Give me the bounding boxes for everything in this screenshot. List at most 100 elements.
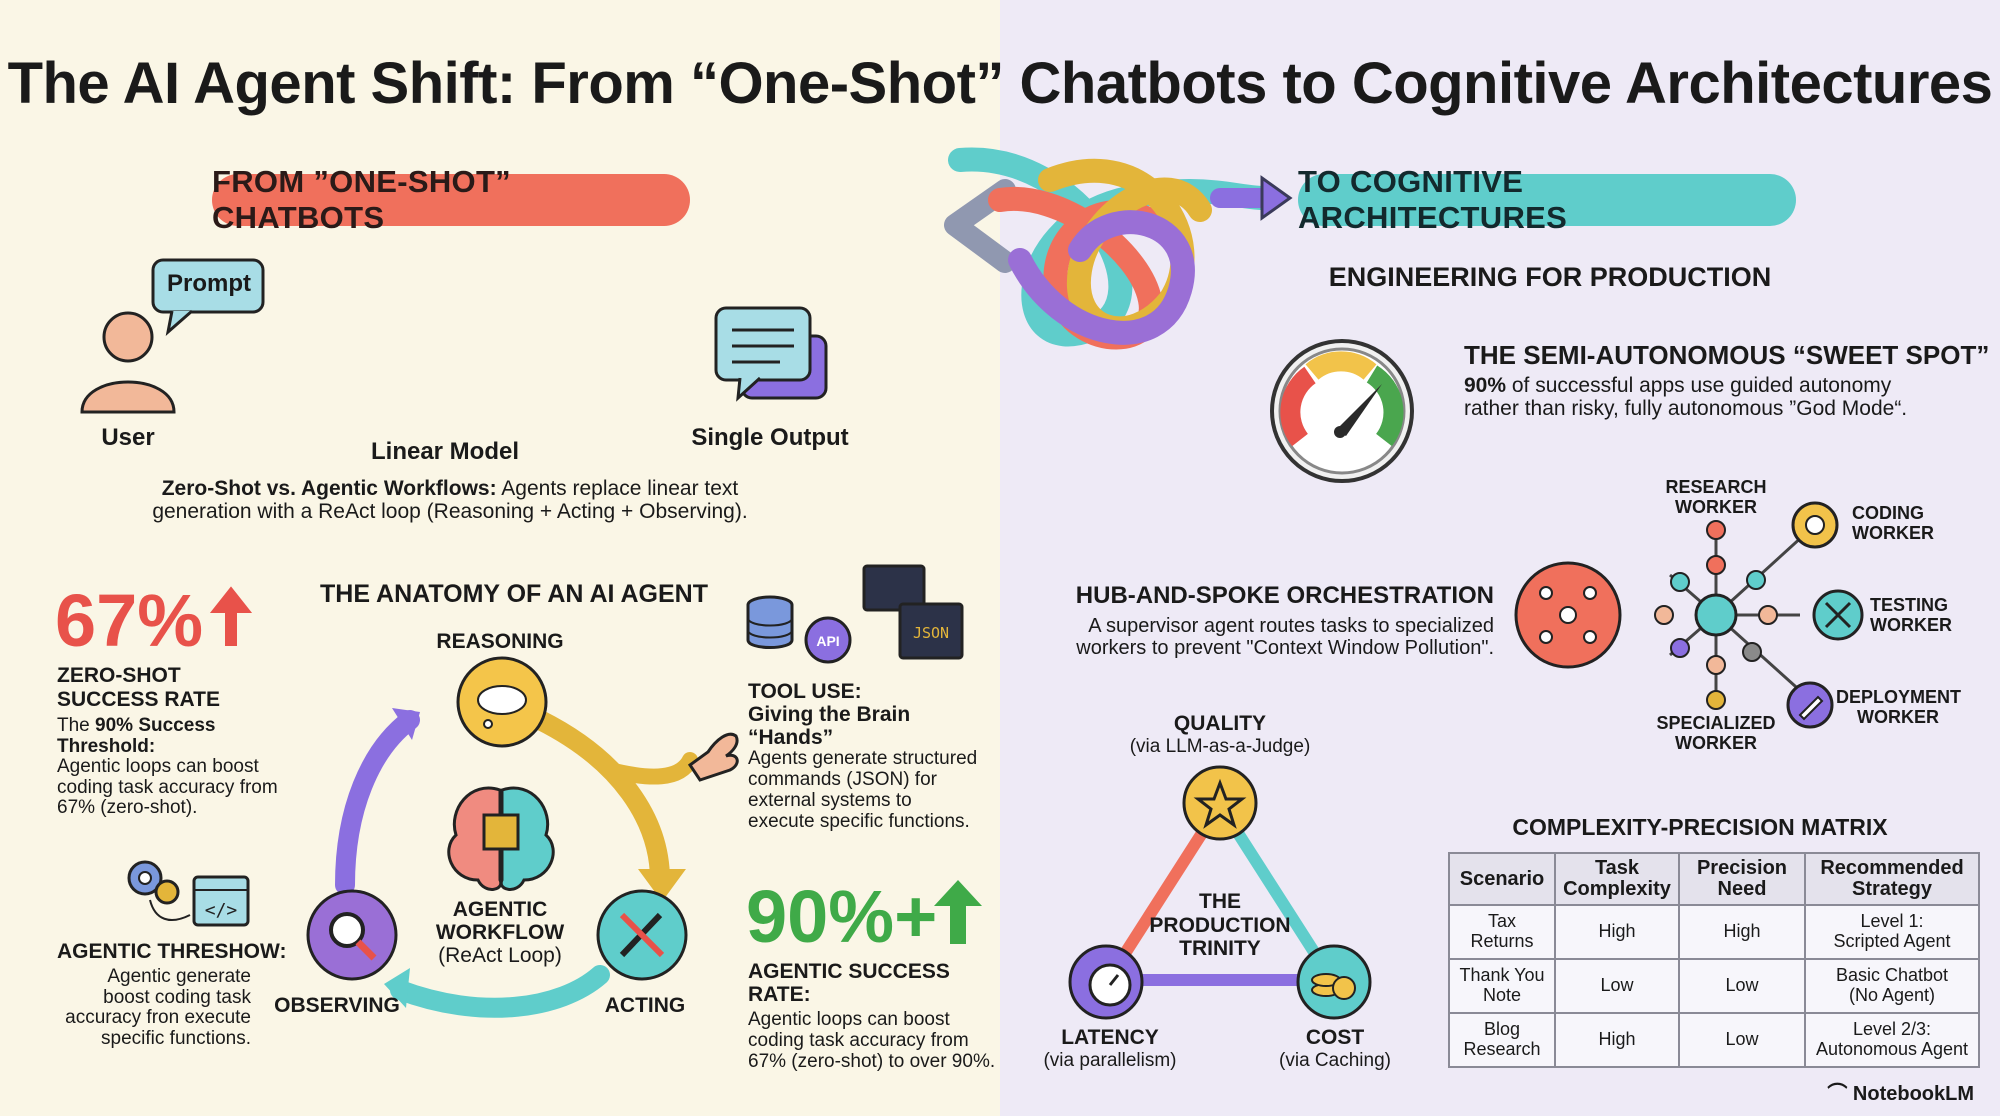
notebooklm-logo: ⌒ NotebookLM bbox=[1827, 1083, 1974, 1105]
database-icon bbox=[746, 595, 794, 649]
quality-title: QUALITY bbox=[1173, 712, 1267, 735]
coding-line2: WORKER bbox=[1852, 522, 1934, 543]
testing-line2: WORKER bbox=[1870, 614, 1952, 635]
threshow-line2: boost coding task bbox=[103, 986, 251, 1008]
matrix-cell: Low bbox=[1678, 1012, 1806, 1068]
hand-icon bbox=[687, 732, 739, 782]
tool-use-title: TOOL USE: bbox=[748, 680, 862, 703]
reasoning-thought-icon bbox=[456, 656, 548, 748]
cost-coins-icon bbox=[1296, 944, 1372, 1020]
testing-line1: TESTING bbox=[1870, 595, 1949, 615]
hub-description: A supervisor agent routes tasks to speci… bbox=[1040, 615, 1494, 659]
stat-67-desc-bold: 90% Success Threshold: bbox=[57, 715, 216, 757]
quality-sub: (via LLM-as-a-Judge) bbox=[1129, 736, 1311, 758]
matrix-cell: High bbox=[1554, 904, 1680, 960]
cost-sub: (via Caching) bbox=[1279, 1050, 1391, 1072]
matrix-cell: Low bbox=[1678, 958, 1806, 1014]
sweet-spot-description: 90% of successful apps use guided autono… bbox=[1464, 374, 1944, 420]
agentic-workflow-label: AGENTIC WORKFLOW (ReAct Loop) bbox=[420, 898, 580, 967]
matrix-header-cell: Precision Need bbox=[1678, 852, 1806, 906]
sweet-spot-bold: 90% bbox=[1464, 374, 1507, 397]
matrix-cell: Thank You Note bbox=[1448, 958, 1556, 1014]
matrix-cell: Level 2/3: Autonomous Agent bbox=[1804, 1012, 1980, 1068]
svg-text:</>: </> bbox=[205, 900, 238, 921]
knot-arrow-icon bbox=[944, 147, 1293, 350]
trinity-line1: THE bbox=[1199, 890, 1241, 913]
threshow-line3: accuracy fron execute bbox=[65, 1007, 251, 1029]
stat-67-desc-pre: The bbox=[57, 715, 96, 736]
threshow-line1: Agentic generate bbox=[107, 966, 251, 987]
stat-67-value: 67% bbox=[55, 579, 204, 662]
acting-tools-icon bbox=[596, 889, 688, 981]
api-text: API bbox=[816, 633, 839, 649]
research-line1: RESEARCH bbox=[1665, 477, 1767, 497]
sweet-spot-title: THE SEMI-AUTONOMOUS “SWEET SPOT” bbox=[1464, 340, 1990, 370]
stat-67-label-line2: SUCCESS RATE bbox=[57, 687, 220, 711]
description-line2: generation with a ReAct loop (Reasoning … bbox=[152, 499, 748, 523]
stat-90-block: AGENTIC SUCCESS RATE: Agentic loops can … bbox=[748, 960, 998, 1073]
stat-67-desc-line2: Agentic loops can boost bbox=[57, 756, 259, 778]
stat-67-description: The 90% Success Threshold: Agentic loops… bbox=[57, 715, 307, 819]
workflow-line1: AGENTIC bbox=[452, 898, 548, 921]
trinity-center-label: THE PRODUCTION TRINITY bbox=[1140, 890, 1300, 961]
matrix-cell: Basic Chatbot (No Agent) bbox=[1804, 958, 1980, 1014]
latency-label: LATENCY (via parallelism) bbox=[1030, 1026, 1190, 1072]
matrix-cell: High bbox=[1554, 1012, 1680, 1068]
tool-use-subtitle: Giving the Brain “Hands” bbox=[748, 703, 911, 750]
observing-label: OBSERVING bbox=[274, 994, 400, 1017]
hub-line1: A supervisor agent routes tasks to speci… bbox=[1088, 615, 1494, 637]
chat-output-icon bbox=[714, 306, 828, 402]
linear-model-label: Linear Model bbox=[370, 438, 520, 465]
stat-67-desc-line3: coding task accuracy from bbox=[57, 776, 278, 798]
linear-model-description: Zero-Shot vs. Agentic Workflows: Agents … bbox=[150, 477, 750, 523]
prompt-bubble-label: Prompt bbox=[167, 270, 251, 297]
stat-90-value: 90%+ bbox=[746, 875, 938, 958]
json-text: JSON bbox=[913, 624, 949, 642]
threshow-title: AGENTIC THRESHOW: bbox=[57, 940, 287, 963]
gear-code-icon: </> bbox=[127, 860, 250, 927]
stat-90-line2: coding task accuracy from bbox=[748, 1030, 969, 1052]
matrix-header-cell: Scenario bbox=[1448, 852, 1556, 906]
threshow-description: Agentic generate boost coding task accur… bbox=[40, 966, 251, 1049]
prompt-bubble-icon bbox=[151, 258, 265, 336]
latency-title: LATENCY bbox=[1061, 1026, 1159, 1049]
observing-magnifier-icon bbox=[306, 889, 398, 981]
workflow-line2: WORKFLOW bbox=[435, 921, 565, 945]
tool-use-line4: execute specific functions. bbox=[748, 810, 970, 832]
reasoning-label: REASONING bbox=[436, 630, 564, 653]
special-line2: WORKER bbox=[1675, 732, 1757, 753]
latency-stopwatch-icon bbox=[1068, 944, 1144, 1020]
matrix-cell: High bbox=[1678, 904, 1806, 960]
react-loop-arrows bbox=[335, 708, 698, 1018]
terminal-window-icon: JSON bbox=[862, 564, 964, 660]
stat-90-line3: 67% (zero-shot) to over 90%. bbox=[748, 1050, 996, 1072]
matrix-header-cell: Task Complexity bbox=[1554, 852, 1680, 906]
brand-name: NotebookLM bbox=[1852, 1083, 1974, 1105]
matrix-cell: Blog Research bbox=[1448, 1012, 1556, 1068]
hub-title: HUB-AND-SPOKE ORCHESTRATION bbox=[1075, 582, 1494, 609]
user-label: User bbox=[101, 424, 155, 451]
trinity-line3: TRINITY bbox=[1179, 937, 1261, 961]
threshow-line4: specific functions. bbox=[101, 1027, 251, 1049]
stat-90-label: AGENTIC SUCCESS RATE: bbox=[748, 960, 950, 1007]
description-line1: Agents replace linear text bbox=[496, 477, 739, 500]
single-output-label: Single Output bbox=[691, 424, 849, 451]
up-arrow-green-icon bbox=[934, 880, 982, 944]
sweet-spot-line1: of successful apps use guided autonomy bbox=[1506, 374, 1892, 397]
hub-line2: workers to prevent "Context Window Pollu… bbox=[1076, 636, 1494, 659]
stat-90-line1: Agentic loops can boost bbox=[748, 1009, 950, 1031]
engineering-title: ENGINEERING FOR PRODUCTION bbox=[1328, 262, 1772, 292]
up-arrow-red-icon bbox=[209, 586, 253, 646]
matrix-header-cell: Recommended Strategy bbox=[1804, 852, 1980, 906]
